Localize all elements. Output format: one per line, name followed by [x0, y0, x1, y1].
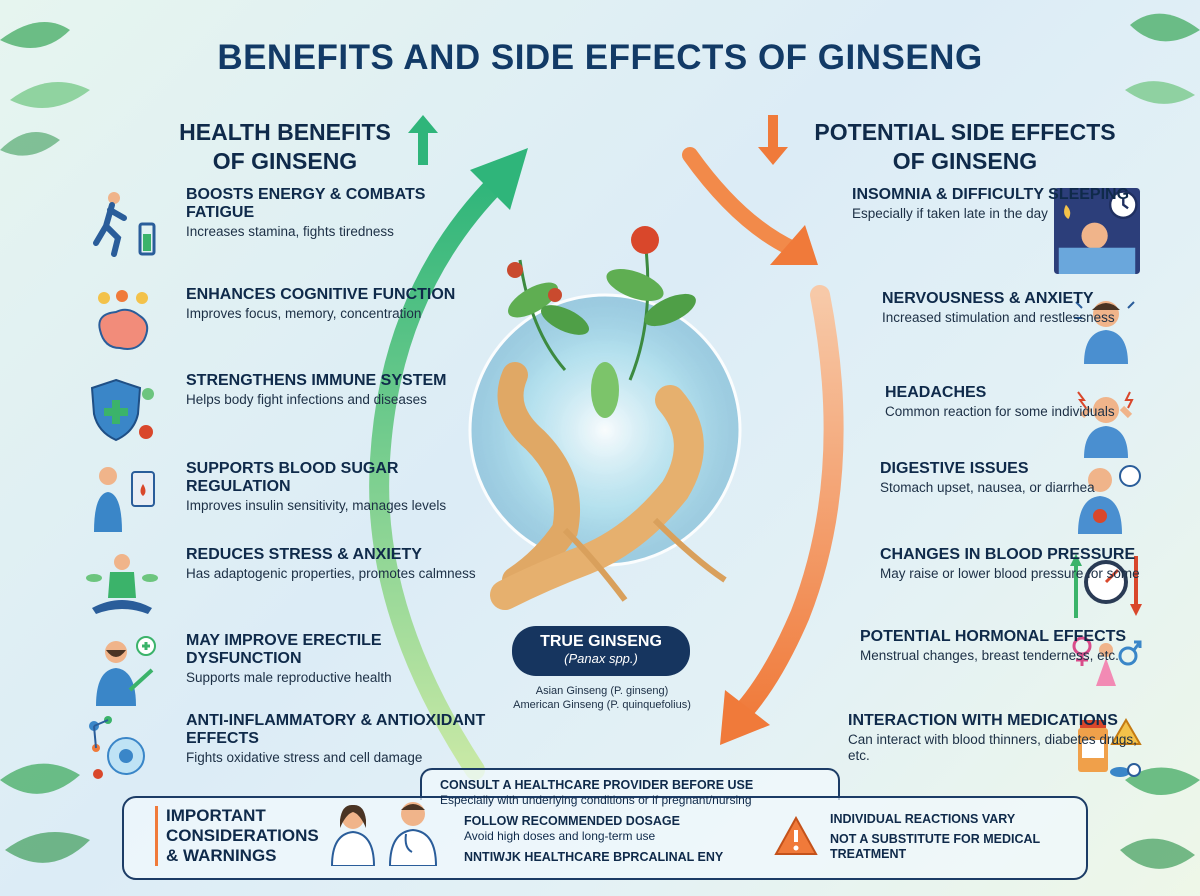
side-effect-title: DIGESTIVE ISSUES	[880, 460, 1029, 477]
true-ginseng-label: TRUE GINSENG (Panax spp.)	[512, 626, 690, 676]
male-doctor-icon	[388, 802, 438, 866]
pill-bottle-icon	[1078, 718, 1142, 777]
side-effect-item-nervousness: NERVOUSNESS & ANXIETY Increased stimulat…	[752, 290, 1142, 370]
side-effect-title: INTERACTION WITH MEDICATIONS	[848, 712, 1118, 729]
reactions-vary-bullet: INDIVIDUAL REACTIONS VARY	[830, 812, 1070, 827]
benefit-title: ENHANCES COGNITIVE FUNCTION	[186, 286, 456, 303]
benefit-title: ANTI-INFLAMMATORY & ANTIOXIDANT EFFECTS	[186, 712, 486, 747]
consult-title: CONSULT A HEALTHCARE PROVIDER BEFORE USE	[440, 778, 754, 792]
benefit-title: REDUCES STRESS & ANXIETY	[186, 546, 422, 563]
leaf-decoration-top-left	[0, 22, 90, 156]
dosage-sub: Avoid high doses and long-term use	[464, 829, 656, 843]
benefits-heading: HEALTH BENEFITS OF GINSENG	[150, 118, 420, 176]
side-effect-title: NERVOUSNESS & ANXIETY	[882, 290, 1094, 307]
up-arrow-icon	[408, 115, 438, 165]
side-effect-desc: Common reaction for some individuals	[885, 404, 1115, 419]
down-arrow-icon	[758, 115, 788, 165]
benefits-heading-line2: OF GINSENG	[212, 148, 358, 174]
benefit-item-cognitive: ENHANCES COGNITIVE FUNCTION Improves foc…	[86, 286, 476, 366]
side-effect-desc: May raise or lower blood pressure for so…	[880, 566, 1140, 581]
dosage-bullet: FOLLOW RECOMMENDED DOSAGE Avoid high dos…	[464, 814, 764, 844]
true-ginseng-title: TRUE GINSENG	[540, 633, 662, 650]
side-effect-title: INSOMNIA & DIFFICULTY SLEEPING	[852, 186, 1130, 203]
side-effect-curve-arrow	[682, 147, 844, 745]
benefit-title: SUPPORTS BLOOD SUGAR REGULATION	[186, 460, 399, 495]
benefit-item-blood-sugar: SUPPORTS BLOOD SUGAR REGULATION Improves…	[86, 460, 476, 540]
not-substitute-text: NOT A SUBSTITUTE FOR MEDICAL TREATMENT	[830, 832, 1040, 861]
benefit-item-immune: STRENGTHENS IMMUNE SYSTEM Helps body fig…	[86, 372, 476, 452]
side-effects-heading: POTENTIAL SIDE EFFECTS OF GINSENG	[795, 118, 1135, 176]
side-effect-item-insomnia: INSOMNIA & DIFFICULTY SLEEPING Especiall…	[752, 186, 1142, 274]
side-effect-title: CHANGES IN BLOOD PRESSURE	[880, 546, 1136, 563]
male-health-icon	[96, 636, 156, 706]
leaf-decoration-bottom-right	[1120, 767, 1200, 869]
side-effect-item-blood-pressure: CHANGES IN BLOOD PRESSURE May raise or l…	[752, 546, 1142, 626]
leaf-decoration-top-right	[1125, 13, 1200, 104]
side-effect-item-headaches: HEADACHES Common reaction for some indiv…	[752, 384, 1142, 464]
stomach-ache-icon	[1078, 465, 1141, 534]
considerations-title-line3: & WARNINGS	[166, 846, 277, 865]
side-effect-title: HEADACHES	[885, 384, 987, 401]
species-american: American Ginseng (P. quinquefolius)	[513, 699, 691, 711]
runner-battery-icon	[93, 192, 156, 257]
sleepless-icon	[1054, 188, 1140, 274]
benefit-desc: Supports male reproductive health	[186, 670, 392, 685]
glucose-meter-icon	[94, 467, 155, 532]
blood-pressure-gauge-icon	[1070, 554, 1142, 618]
brain-icon	[98, 290, 149, 350]
benefit-desc: Helps body fight infections and diseases	[186, 392, 427, 407]
benefit-desc: Increases stamina, fights tiredness	[186, 224, 394, 239]
consult-bullet: CONSULT A HEALTHCARE PROVIDER BEFORE USE…	[440, 778, 800, 808]
shield-icon	[90, 378, 154, 442]
meditation-icon	[86, 554, 158, 614]
species-asian: Asian Ginseng (P. ginseng)	[535, 685, 669, 697]
considerations-title-line1: IMPORTANT	[166, 806, 266, 825]
side-effect-item-digestive: DIGESTIVE ISSUES Stomach upset, nausea, …	[752, 460, 1142, 540]
side-effect-desc: Stomach upset, nausea, or diarrhea	[880, 480, 1095, 495]
warning-triangle-icon	[774, 816, 818, 855]
side-effect-desc: Especially if taken late in the day	[852, 206, 1048, 221]
true-ginseng-sublabel: (Panax spp.)	[564, 651, 638, 666]
benefit-curve-arrow	[369, 148, 528, 780]
side-effects-heading-line1: POTENTIAL SIDE EFFECTS	[814, 119, 1116, 145]
side-effect-desc: Increased stimulation and restlessness	[882, 310, 1115, 325]
benefit-title: BOOSTS ENERGY & COMBATS FATIGUE	[186, 186, 426, 221]
benefits-heading-line1: HEALTH BENEFITS	[179, 119, 391, 145]
considerations-panel	[122, 796, 1088, 880]
side-effect-item-medications: INTERACTION WITH MEDICATIONS Can interac…	[752, 712, 1142, 792]
benefit-item-anti-inflammatory: ANTI-INFLAMMATORY & ANTIOXIDANT EFFECTS …	[86, 712, 485, 792]
considerations-title-line2: CONSIDERATIONS	[166, 826, 319, 845]
considerations-panel-tab	[420, 768, 840, 800]
dosage-title: FOLLOW RECOMMENDED DOSAGE	[464, 814, 680, 828]
anxious-person-icon	[1074, 301, 1135, 364]
benefit-desc: Improves focus, memory, concentration	[186, 306, 422, 321]
garbled-bullet: NNTIWJK HEALTHCARE BPRCALINAL ENY	[464, 850, 784, 865]
not-substitute-bullet: NOT A SUBSTITUTE FOR MEDICAL TREATMENT	[830, 832, 1070, 862]
benefit-title: MAY IMPROVE ERECTILE DYSFUNCTION	[186, 632, 382, 667]
benefit-title: STRENGTHENS IMMUNE SYSTEM	[186, 372, 447, 389]
leaf-decoration-bottom-left	[0, 763, 90, 863]
benefit-desc: Has adaptogenic properties, promotes cal…	[186, 566, 476, 581]
side-effect-desc: Can interact with blood thinners, diabet…	[848, 732, 1137, 763]
side-effect-desc: Menstrual changes, breast tenderness, et…	[860, 648, 1119, 663]
ginseng-species-list: Asian Ginseng (P. ginseng) American Gins…	[470, 684, 734, 712]
headache-icon	[1077, 391, 1134, 458]
reactions-vary-text: INDIVIDUAL REACTIONS VARY	[830, 812, 1016, 826]
female-doctor-icon	[330, 804, 376, 866]
gender-symbols-icon	[1072, 636, 1142, 686]
benefit-item-erectile: MAY IMPROVE ERECTILE DYSFUNCTION Support…	[86, 632, 476, 712]
benefit-item-energy: BOOSTS ENERGY & COMBATS FATIGUE Increase…	[86, 186, 476, 266]
benefit-item-stress: REDUCES STRESS & ANXIETY Has adaptogenic…	[86, 546, 476, 626]
benefit-desc: Fights oxidative stress and cell damage	[186, 750, 423, 765]
benefit-desc: Improves insulin sensitivity, manages le…	[186, 498, 447, 513]
cell-molecule-icon	[89, 716, 145, 779]
page-title: BENEFITS AND SIDE EFFECTS OF GINSENG	[217, 38, 983, 77]
side-effect-title: POTENTIAL HORMONAL EFFECTS	[860, 628, 1127, 645]
considerations-title: IMPORTANT CONSIDERATIONS & WARNINGS	[155, 806, 319, 866]
ginseng-root-illustration	[468, 226, 742, 610]
consult-sub: Especially with underlying conditions or…	[440, 793, 752, 807]
garbled-text: NNTIWJK HEALTHCARE BPRCALINAL ENY	[464, 850, 724, 864]
side-effect-item-hormonal: POTENTIAL HORMONAL EFFECTS Menstrual cha…	[752, 628, 1142, 708]
side-effects-heading-line2: OF GINSENG	[892, 148, 1038, 174]
